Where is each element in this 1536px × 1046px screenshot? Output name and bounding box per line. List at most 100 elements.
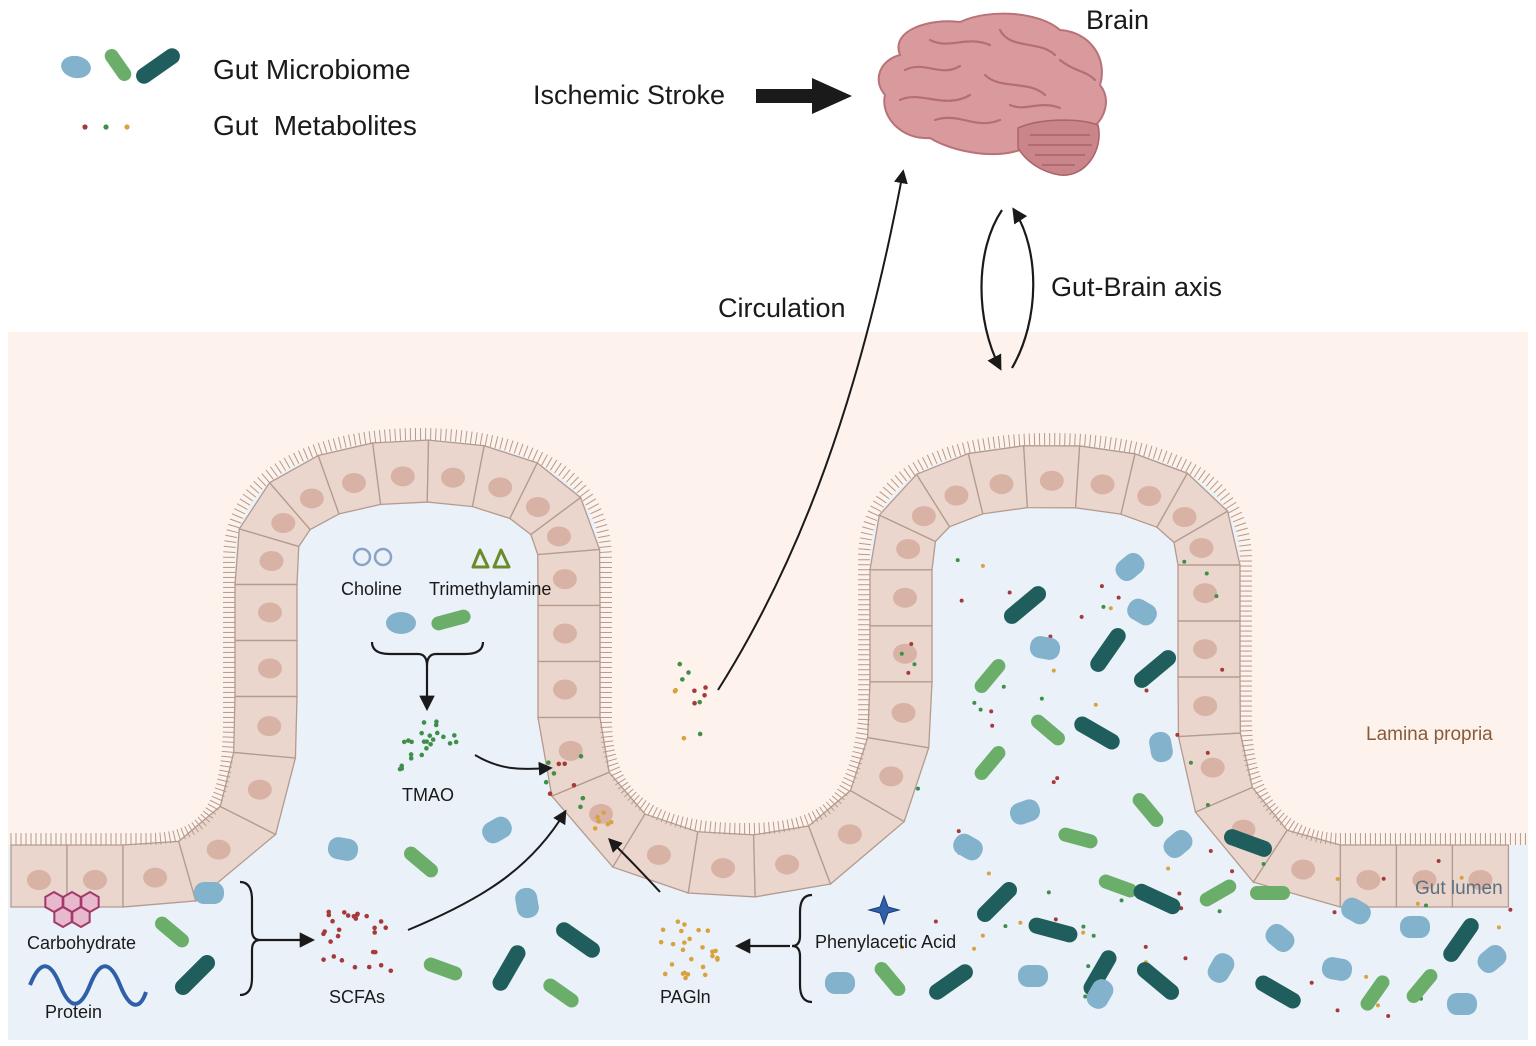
microvillus (532, 449, 539, 461)
microvillus (219, 764, 232, 768)
microvillus (214, 787, 227, 793)
microvillus (1084, 434, 1087, 447)
circulating-metabolite-particle (681, 735, 687, 741)
microvillus (1089, 434, 1092, 447)
lumen-metabolite-particle (1459, 875, 1464, 880)
circulation-arrow (717, 169, 908, 691)
lumen-metabolite-particle (959, 598, 964, 603)
microvillus (363, 431, 367, 444)
cell-nucleus (552, 569, 577, 590)
bacterium-dark-teal (556, 922, 600, 958)
microvillus (1138, 442, 1143, 455)
microvillus (562, 469, 571, 480)
microvillus (384, 429, 387, 442)
microvillus (211, 795, 223, 802)
bacterium-green (1250, 886, 1290, 900)
pagln-particle (679, 928, 684, 934)
microvillus (234, 508, 246, 515)
microvillus (679, 816, 684, 829)
microvillus (353, 433, 357, 446)
lumen-metabolite-particle (1048, 634, 1053, 639)
microvillus (719, 822, 721, 835)
cell-nucleus (1189, 537, 1214, 558)
lumen-metabolite-particle (955, 558, 960, 563)
microvillus (536, 451, 544, 464)
microvillus (1310, 829, 1315, 842)
cell-nucleus (553, 623, 577, 644)
microvillus (168, 831, 172, 844)
microvillus (194, 819, 203, 830)
microvillus (763, 822, 766, 835)
microvillus (890, 478, 900, 489)
microvillus (845, 772, 857, 779)
legend-metabolites-label: Gut Metabolites (213, 110, 417, 141)
microvillus (389, 429, 392, 442)
tmao-to-barrier-arrow (474, 754, 553, 776)
bacterium-dark-teal (976, 881, 1018, 923)
microvillus (1255, 787, 1267, 795)
microvillus (337, 436, 342, 449)
lumen-metabolite-particle (1220, 667, 1225, 672)
tmao-particle (408, 752, 414, 757)
bacterium-light-blue (1009, 799, 1041, 825)
microvillus (992, 436, 996, 449)
pagln-particle (700, 964, 706, 970)
pagln-particle (683, 975, 688, 981)
lumen-metabolite-particle (1091, 933, 1096, 938)
microvillus (598, 540, 611, 544)
microvillus (851, 755, 864, 760)
microvillus (1234, 522, 1247, 528)
lumen-metabolite-particle (1081, 924, 1086, 929)
scfa-particle (354, 912, 360, 917)
cell-nucleus (258, 658, 282, 679)
lumen-metabolite-particle (1108, 606, 1113, 611)
microvillus (176, 829, 182, 841)
microvillus (815, 808, 823, 820)
microvillus (791, 818, 795, 831)
cell-nucleus (206, 839, 231, 860)
microvillus (489, 435, 494, 448)
microvillus (1230, 511, 1242, 518)
scfa-particle (330, 918, 335, 924)
microvillus (865, 515, 878, 522)
lumen-metabolite-particle (1055, 776, 1060, 781)
lumen-metabolite-particle (1423, 903, 1428, 908)
lumen-metabolite-particle (1166, 866, 1171, 871)
bacterium-green (1031, 714, 1065, 746)
bacterium-green (155, 916, 189, 948)
microvillus (223, 545, 236, 548)
trimethylamine-label: Trimethylamine (429, 579, 551, 599)
microvillus (608, 766, 621, 772)
phenylacetic-acid-star-icon (867, 894, 901, 926)
microvillus (1241, 744, 1254, 747)
microvillus (172, 830, 177, 843)
metabolite-particle (556, 761, 562, 767)
lumen-metabolite-particle (972, 700, 977, 705)
bacterium-green (1360, 975, 1390, 1011)
lumen-metabolite-particle (956, 829, 961, 834)
phenylacetic-bracket (791, 893, 813, 1004)
bacterium-light-blue (953, 833, 983, 861)
legend-bacteria-teal-icon (136, 48, 180, 84)
lumen-metabolite-particle (1364, 974, 1369, 979)
cell-nucleus (1193, 583, 1217, 604)
microvillus (599, 545, 612, 548)
cell-nucleus (879, 766, 904, 787)
metabolite-particle (578, 753, 584, 759)
microvillus (831, 795, 842, 805)
microvillus (997, 435, 1001, 448)
microvillus (912, 462, 920, 473)
circulating-metabolite-particle (680, 677, 685, 682)
lumen-metabolite-particle (1083, 994, 1088, 999)
carbohydrate-hexagon (71, 905, 91, 929)
cell-nucleus (257, 716, 282, 737)
microvillus (903, 468, 912, 479)
microvillus (610, 770, 622, 777)
circulating-metabolite-particle (692, 688, 697, 694)
bacterium-green (974, 746, 1006, 780)
lumen-metabolite-particle (1101, 604, 1106, 609)
microvillus (1171, 454, 1178, 466)
scfa-particle (378, 963, 384, 968)
tmao-particle (435, 730, 440, 736)
microvillus (222, 746, 235, 748)
